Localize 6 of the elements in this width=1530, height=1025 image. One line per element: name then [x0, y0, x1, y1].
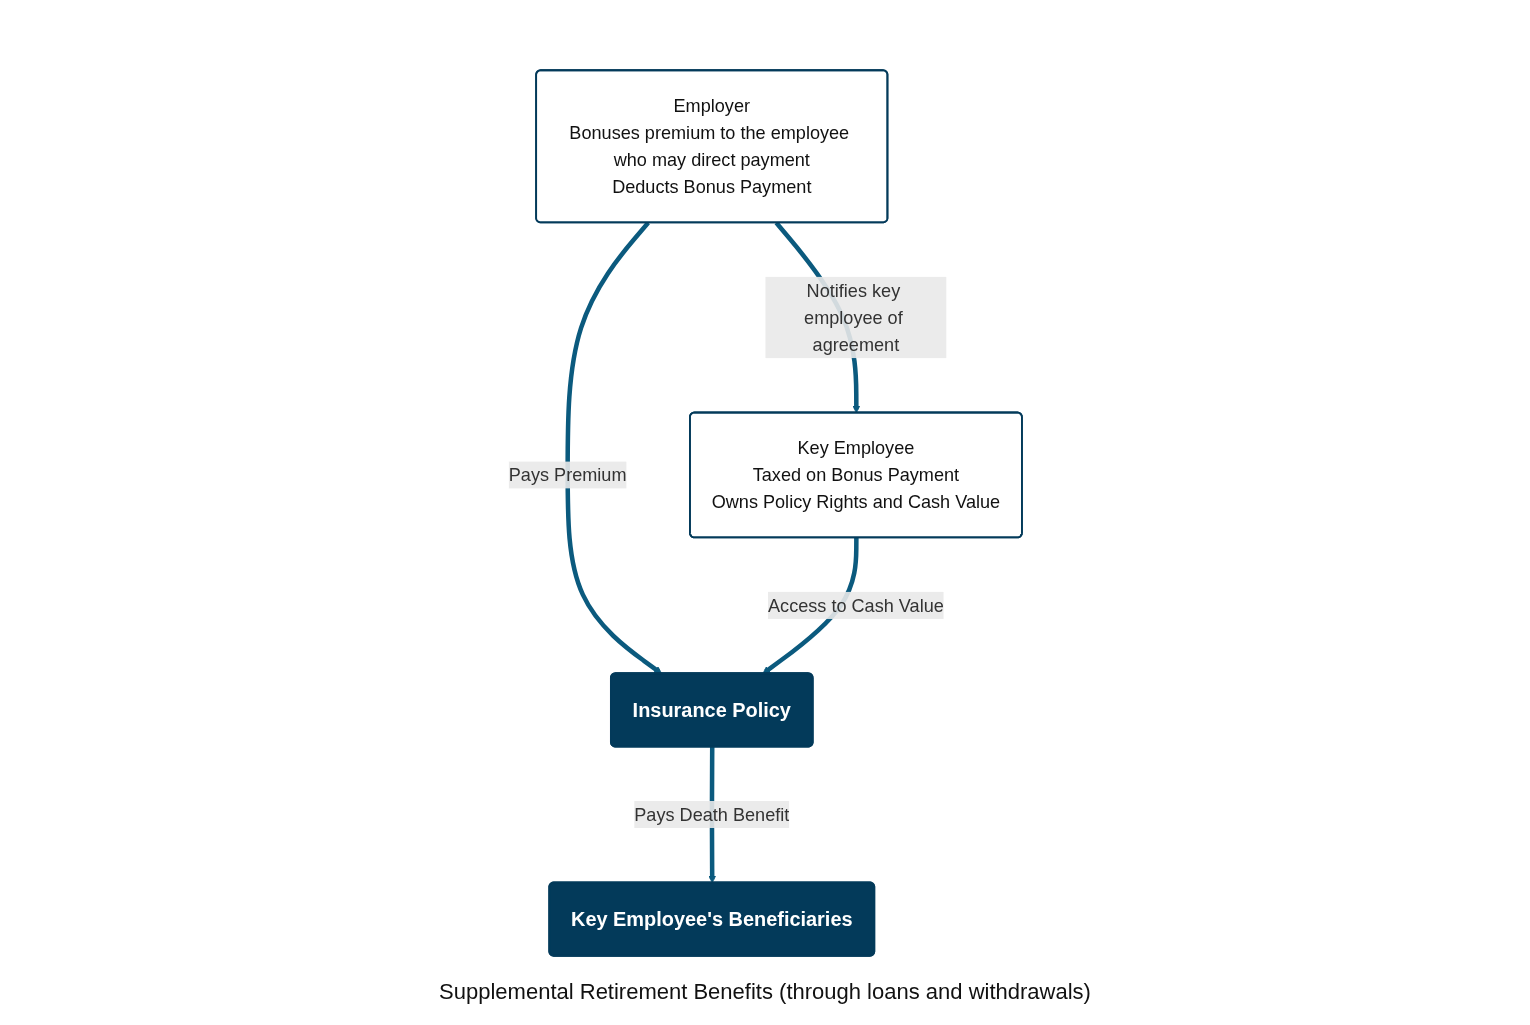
edge-label: Notifies key employee of agreement [803, 279, 903, 355]
edge-label: Access to Cash Value [767, 594, 944, 615]
arrow [565, 220, 662, 674]
note-text: Supplemental Retirement Benefits (through loans and withdrawals) [438, 979, 1092, 1005]
edge-label: Pays Death Benefit [633, 804, 789, 824]
edge-label: Pays Premium [508, 464, 627, 485]
